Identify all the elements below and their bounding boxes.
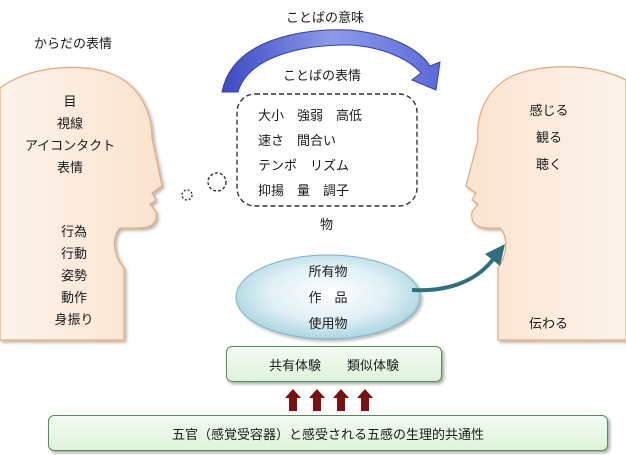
right-item: 感じる (529, 104, 569, 119)
bubble-row: 抑揚 量 調子 (258, 184, 350, 199)
left-body-list: 行為 行動 姿勢 動作 身振り (50, 222, 98, 332)
left-body-item: 姿勢 (60, 269, 87, 284)
speech-bubble-frame (236, 93, 418, 207)
up-arrow-4 (357, 389, 373, 411)
physiological-basis-box: 五官（感覚受容器）と感受される五感の生理的共通性 (48, 415, 608, 451)
object-item: 所有物 (308, 265, 348, 280)
left-face-list: 目 視線 アイコンタクト 表情 (24, 92, 116, 180)
left-body-item: 行動 (60, 247, 87, 262)
bubble-row: 大小 強弱 高低 (258, 109, 363, 124)
left-face-item: 目 (63, 95, 77, 110)
left-face-item: アイコンタクト (24, 139, 116, 154)
right-item: 観る (535, 131, 562, 146)
object-arrow-head (485, 244, 505, 266)
object-list: 所有物 作 品 使用物 (298, 260, 358, 338)
left-face-item: 視線 (56, 117, 83, 132)
object-item: 使用物 (308, 317, 348, 332)
object-ellipse (235, 254, 421, 340)
top-title: ことばの意味 (286, 11, 365, 26)
bubble-row: テンポ リズム (258, 159, 350, 174)
thought-circle-large (207, 172, 227, 192)
up-arrow-3 (333, 389, 349, 411)
meaning-arrow (221, 29, 441, 93)
object-label: 物 (320, 218, 334, 233)
left-face-item: 表情 (56, 161, 83, 176)
object-item: 作 品 (308, 291, 348, 306)
thought-circle-small (181, 189, 193, 201)
left-body-item: 動作 (60, 291, 87, 306)
shared-experience-label: 共有体験 類似体験 (268, 358, 399, 374)
right-list: 感じる 観る 聴く (525, 98, 573, 179)
left-head-silhouette (0, 66, 163, 341)
upward-arrows (285, 389, 373, 411)
bubble-title: ことばの表情 (283, 69, 362, 84)
right-head-silhouette (465, 66, 626, 341)
shared-experience-box: 共有体験 類似体験 (226, 346, 442, 382)
right-item: 聴く (535, 158, 562, 173)
bubble-row: 速さ 間合い (258, 134, 337, 149)
object-arrow (411, 256, 496, 293)
right-bottom-label: 伝わる (529, 317, 569, 332)
up-arrow-1 (285, 389, 301, 411)
left-body-item: 行為 (60, 225, 87, 240)
left-body-item: 身振り (54, 313, 94, 328)
physiological-basis-label: 五官（感覚受容器）と感受される五感の生理的共通性 (171, 427, 484, 443)
up-arrow-2 (309, 389, 325, 411)
left-heading: からだの表情 (34, 37, 113, 52)
